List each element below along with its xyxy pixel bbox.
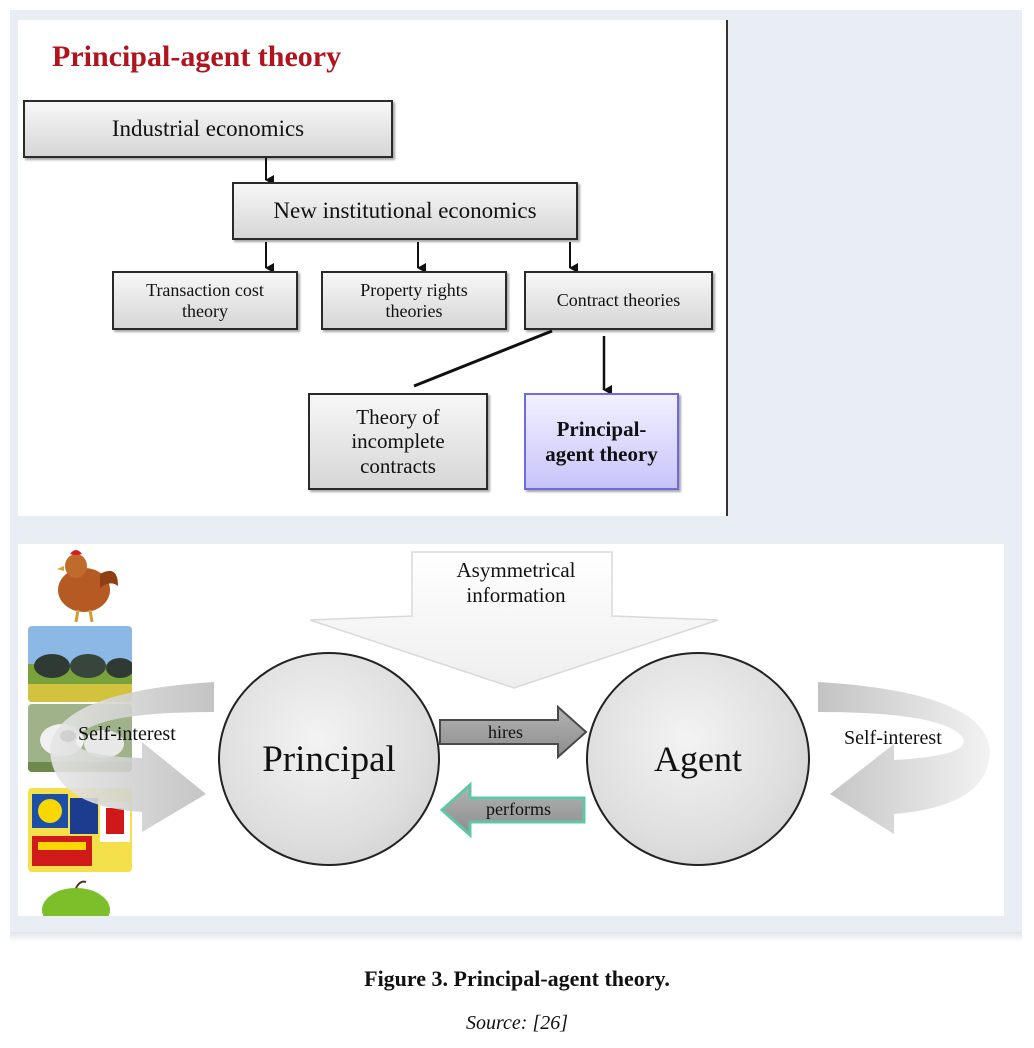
asymmetrical-info-callout: [309, 551, 719, 689]
hires-label: hires: [488, 722, 523, 742]
hires-arrow: [439, 704, 588, 760]
asymmetrical-info-label: Asymmetrical information: [438, 558, 594, 608]
self-interest-right-label: Self-interest: [844, 727, 942, 749]
asymmetrical-info-line-1: Asymmetrical: [456, 558, 576, 582]
hierarchy-slide: Principal-agent theory Industrial econom…: [18, 20, 728, 516]
slide-title: Principal-agent theory: [52, 40, 342, 73]
line-contract-to-incomplete: [413, 329, 553, 388]
box-theory-of-incomplete-contracts: Theory of incomplete contracts: [308, 393, 488, 490]
frame-shadow: [10, 932, 1022, 942]
asymmetrical-info-line-2: information: [466, 583, 566, 607]
performs-label: performs: [486, 799, 551, 819]
principal-circle: Principal: [218, 652, 440, 866]
self-interest-left-label: Self-interest: [78, 723, 176, 745]
box-transaction-cost-theory: Transaction cost theory: [112, 271, 298, 330]
relationship-shapes: [50, 551, 990, 839]
agent-label: Agent: [654, 739, 742, 779]
chicken-image: [28, 544, 132, 622]
figure-caption: Figure 3. Principal-agent theory.: [364, 966, 670, 991]
agent-circle: Agent: [586, 652, 810, 866]
self-interest-loop-right: [818, 682, 990, 834]
box-property-rights-theories: Property rights theories: [321, 271, 507, 330]
performs-arrow: [439, 781, 586, 839]
box-contract-theories: Contract theories: [524, 271, 713, 330]
box-principal-agent-theory: Principal-agent theory: [524, 393, 679, 490]
self-interest-loop-left: [50, 682, 214, 832]
figure-source: Source: [26]: [465, 1012, 569, 1034]
box-industrial-economics: Industrial economics: [23, 100, 393, 158]
relationship-diagram: Asymmetrical information Principal Agent…: [18, 544, 1004, 916]
hierarchy-connectors: [265, 158, 612, 395]
apple-image: [28, 880, 132, 916]
principal-label: Principal: [262, 738, 396, 780]
box-new-institutional-economics: New institutional economics: [232, 182, 578, 240]
biogas-plant-image: [28, 626, 132, 702]
